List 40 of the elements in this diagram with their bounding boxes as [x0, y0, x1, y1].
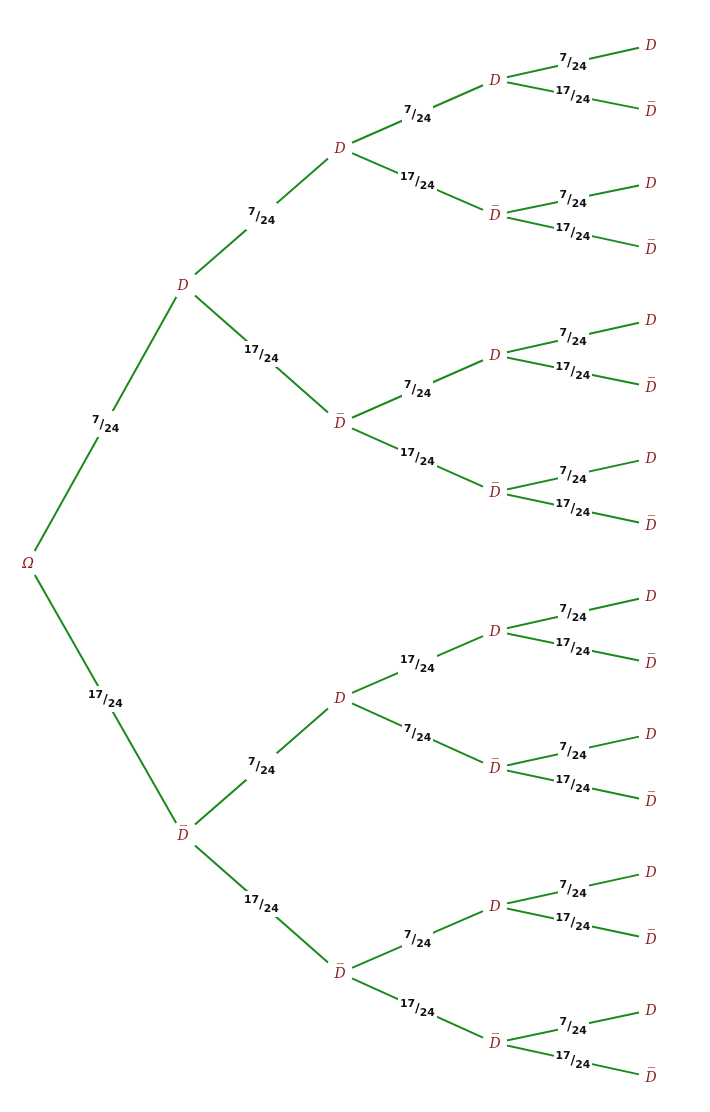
probability-label: $^{17}$/$_{24}$: [242, 890, 281, 918]
probability-label: $^{17}$/$_{24}$: [86, 685, 125, 713]
event-label: D̅: [640, 1066, 662, 1088]
probability-label: $^{17}$/$_{24}$: [398, 444, 437, 471]
event-label: D: [640, 447, 662, 469]
event-label: D̅: [484, 204, 506, 226]
event-label: D̅: [329, 962, 351, 984]
event-label: D̅: [172, 824, 194, 846]
event-label: D̅: [329, 412, 351, 434]
event-label: D: [640, 309, 662, 331]
probability-label: $^{17}$/$_{24}$: [242, 340, 281, 368]
event-label: D̅: [640, 100, 662, 122]
event-label: D̅: [640, 376, 662, 398]
event-label: D: [172, 274, 194, 296]
event-label: D: [484, 620, 506, 642]
event-label: D̅: [484, 1032, 506, 1054]
event-label: D̅: [484, 757, 506, 779]
event-label: Ω: [17, 552, 39, 574]
event-label: D: [640, 723, 662, 745]
event-label: D: [640, 172, 662, 194]
probability-label: $^{7}$/$_{24}$: [246, 753, 278, 780]
event-label: D̅: [640, 652, 662, 674]
event-label: D̅: [640, 514, 662, 536]
event-label: D: [329, 137, 351, 159]
event-label: D: [640, 34, 662, 56]
event-label: D: [484, 895, 506, 917]
event-label: D̅: [484, 481, 506, 503]
probability-label: $^{7}$/$_{24}$: [246, 203, 278, 230]
branch-line: [33, 574, 178, 824]
event-label: D: [640, 585, 662, 607]
branch-line: [33, 296, 178, 552]
event-label: D̅: [640, 928, 662, 950]
event-label: D̅: [640, 238, 662, 260]
event-label: D: [640, 999, 662, 1021]
event-label: D: [484, 69, 506, 91]
event-label: D: [329, 687, 351, 709]
event-label: D: [484, 344, 506, 366]
event-label: D̅: [640, 790, 662, 812]
probability-label: $^{7}$/$_{24}$: [90, 410, 122, 438]
event-label: D: [640, 861, 662, 883]
